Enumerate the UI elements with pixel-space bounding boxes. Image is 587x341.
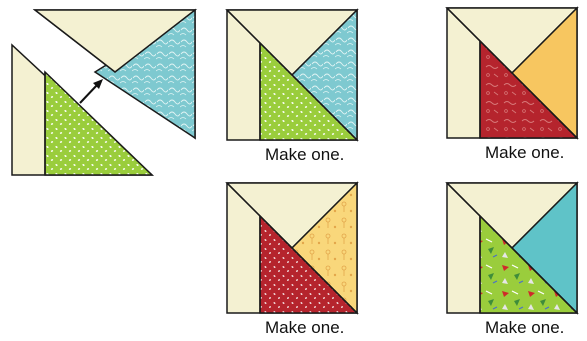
caption-top-right: Make one.: [485, 143, 564, 162]
block-top-middle: [227, 10, 357, 140]
block-bottom-right: [447, 183, 577, 313]
arrow-up-right-icon: [80, 79, 103, 103]
block-top-right: [447, 8, 577, 138]
block-bottom-middle: [227, 183, 357, 313]
caption-top-middle: Make one.: [265, 145, 344, 164]
caption-bottom-middle: Make one.: [265, 318, 344, 337]
caption-bottom-right: Make one.: [485, 318, 564, 337]
